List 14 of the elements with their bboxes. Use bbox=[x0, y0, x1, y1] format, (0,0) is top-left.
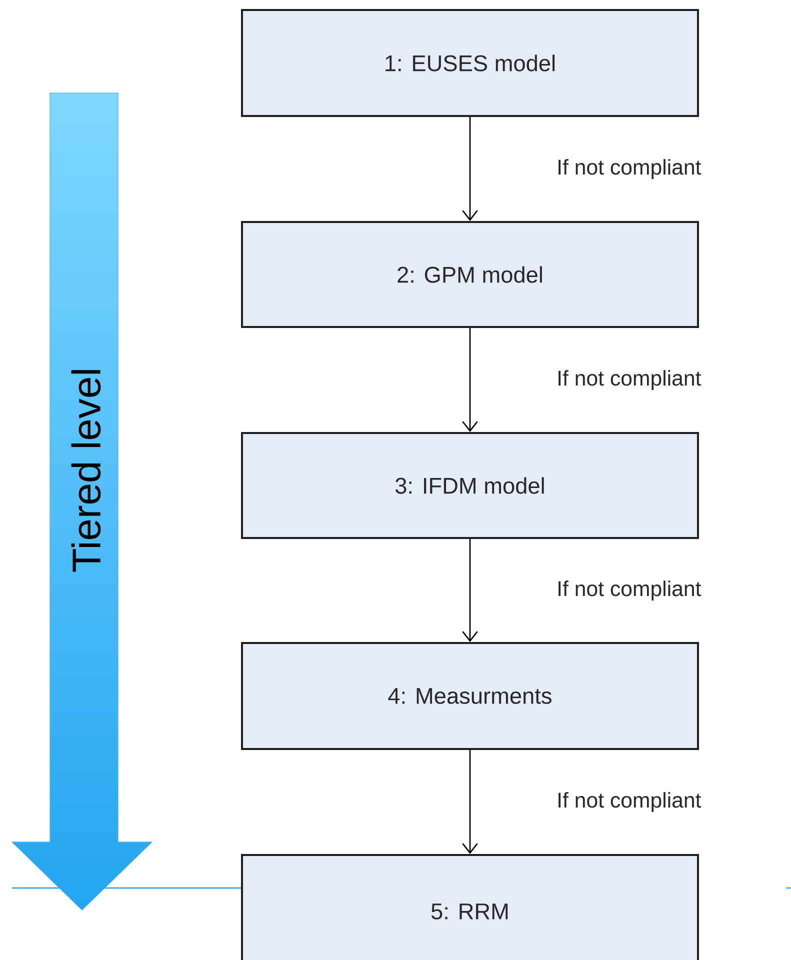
edge-label: If not compliant bbox=[558, 580, 702, 600]
process-box: 1: EUSES model bbox=[241, 9, 699, 117]
arrow bbox=[462, 539, 478, 642]
process-box: 5: RRM bbox=[241, 854, 699, 960]
edge-label: If not compliant bbox=[558, 159, 702, 179]
process-box: 2: GPM model bbox=[241, 221, 699, 328]
edge-label: If not compliant bbox=[558, 370, 702, 390]
process-box: 4: Measurments bbox=[241, 642, 699, 750]
arrow bbox=[462, 328, 478, 432]
axis-label: Tiered level bbox=[71, 370, 101, 572]
edge-label: If not compliant bbox=[558, 792, 702, 812]
arrow bbox=[462, 750, 478, 854]
arrow bbox=[462, 117, 478, 222]
process-box: 3: IFDM model bbox=[241, 432, 699, 539]
